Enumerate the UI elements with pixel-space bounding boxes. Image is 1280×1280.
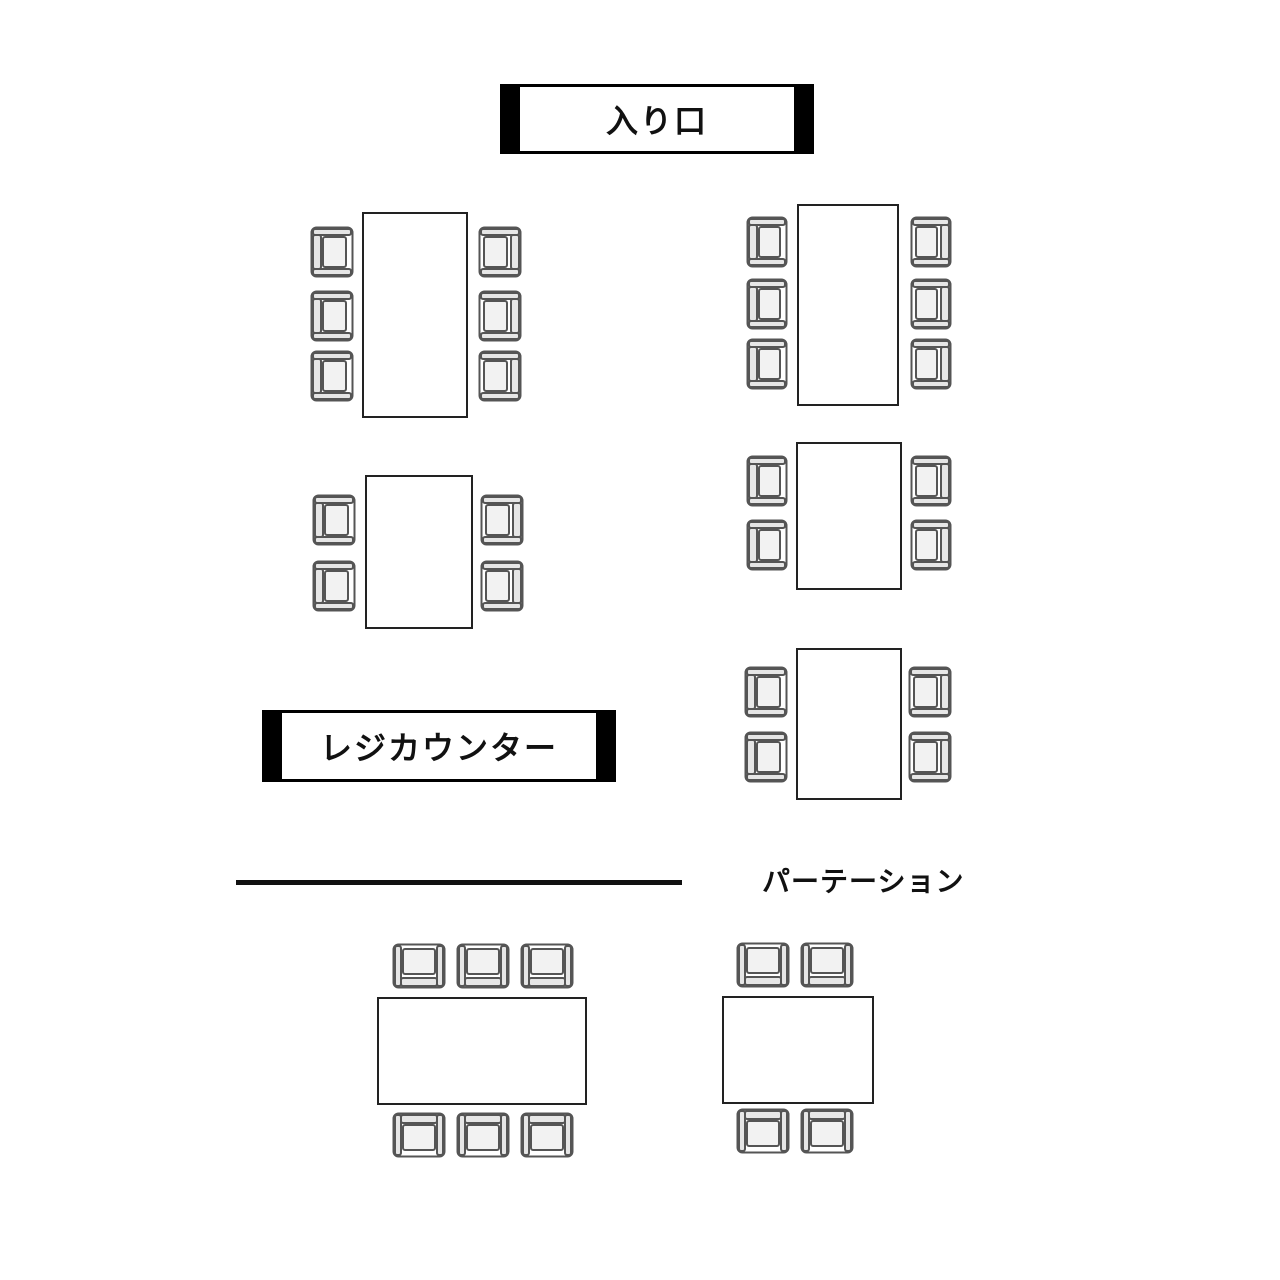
chair-left-large-east-3 <box>478 350 522 402</box>
table-right-medium-1 <box>796 442 902 590</box>
chair-left-medium-west-1 <box>312 494 356 546</box>
register-counter-label: レジカウンター <box>319 729 558 767</box>
chair-bottom-large-south-1 <box>392 1112 446 1158</box>
chair-left-medium-east-1 <box>480 494 524 546</box>
chair-left-large-west-3 <box>310 350 354 402</box>
chair-bottom-large-north-1 <box>392 943 446 989</box>
chair-left-large-east-1 <box>478 226 522 278</box>
chair-left-medium-east-2 <box>480 560 524 612</box>
partition-label: パーテーション <box>762 865 965 898</box>
chair-right-large-west-1 <box>746 216 788 268</box>
chair-bottom-small-south-2 <box>800 1108 854 1154</box>
chair-left-medium-west-2 <box>312 560 356 612</box>
chair-bottom-small-south-1 <box>736 1108 790 1154</box>
chair-right-large-east-3 <box>910 338 952 390</box>
table-right-medium-2 <box>796 648 902 800</box>
chair-left-large-west-1 <box>310 226 354 278</box>
chair-right-large-east-2 <box>910 278 952 330</box>
table-bottom-large <box>377 997 587 1105</box>
register-counter-sign: レジカウンター <box>262 710 616 782</box>
chair-right-medium2-west-2 <box>744 731 788 783</box>
chair-bottom-small-north-1 <box>736 942 790 988</box>
chair-bottom-large-south-3 <box>520 1112 574 1158</box>
partition-line <box>236 880 682 885</box>
chair-bottom-large-south-2 <box>456 1112 510 1158</box>
chair-right-medium1-east-1 <box>910 455 952 507</box>
table-left-large <box>362 212 468 418</box>
table-bottom-small <box>722 996 874 1104</box>
chair-right-large-west-2 <box>746 278 788 330</box>
table-right-large <box>797 204 899 406</box>
chair-right-medium2-west-1 <box>744 666 788 718</box>
chair-right-medium1-west-1 <box>746 455 788 507</box>
chair-right-medium1-west-2 <box>746 519 788 571</box>
chair-bottom-large-north-2 <box>456 943 510 989</box>
chair-left-large-west-2 <box>310 290 354 342</box>
chair-right-large-west-3 <box>746 338 788 390</box>
table-left-medium <box>365 475 473 629</box>
entrance-label: 入り口 <box>605 102 708 140</box>
chair-right-large-east-1 <box>910 216 952 268</box>
chair-bottom-small-north-2 <box>800 942 854 988</box>
chair-bottom-large-north-3 <box>520 943 574 989</box>
chair-right-medium1-east-2 <box>910 519 952 571</box>
chair-right-medium2-east-2 <box>908 731 952 783</box>
chair-right-medium2-east-1 <box>908 666 952 718</box>
entrance-sign: 入り口 <box>500 84 814 154</box>
chair-left-large-east-2 <box>478 290 522 342</box>
